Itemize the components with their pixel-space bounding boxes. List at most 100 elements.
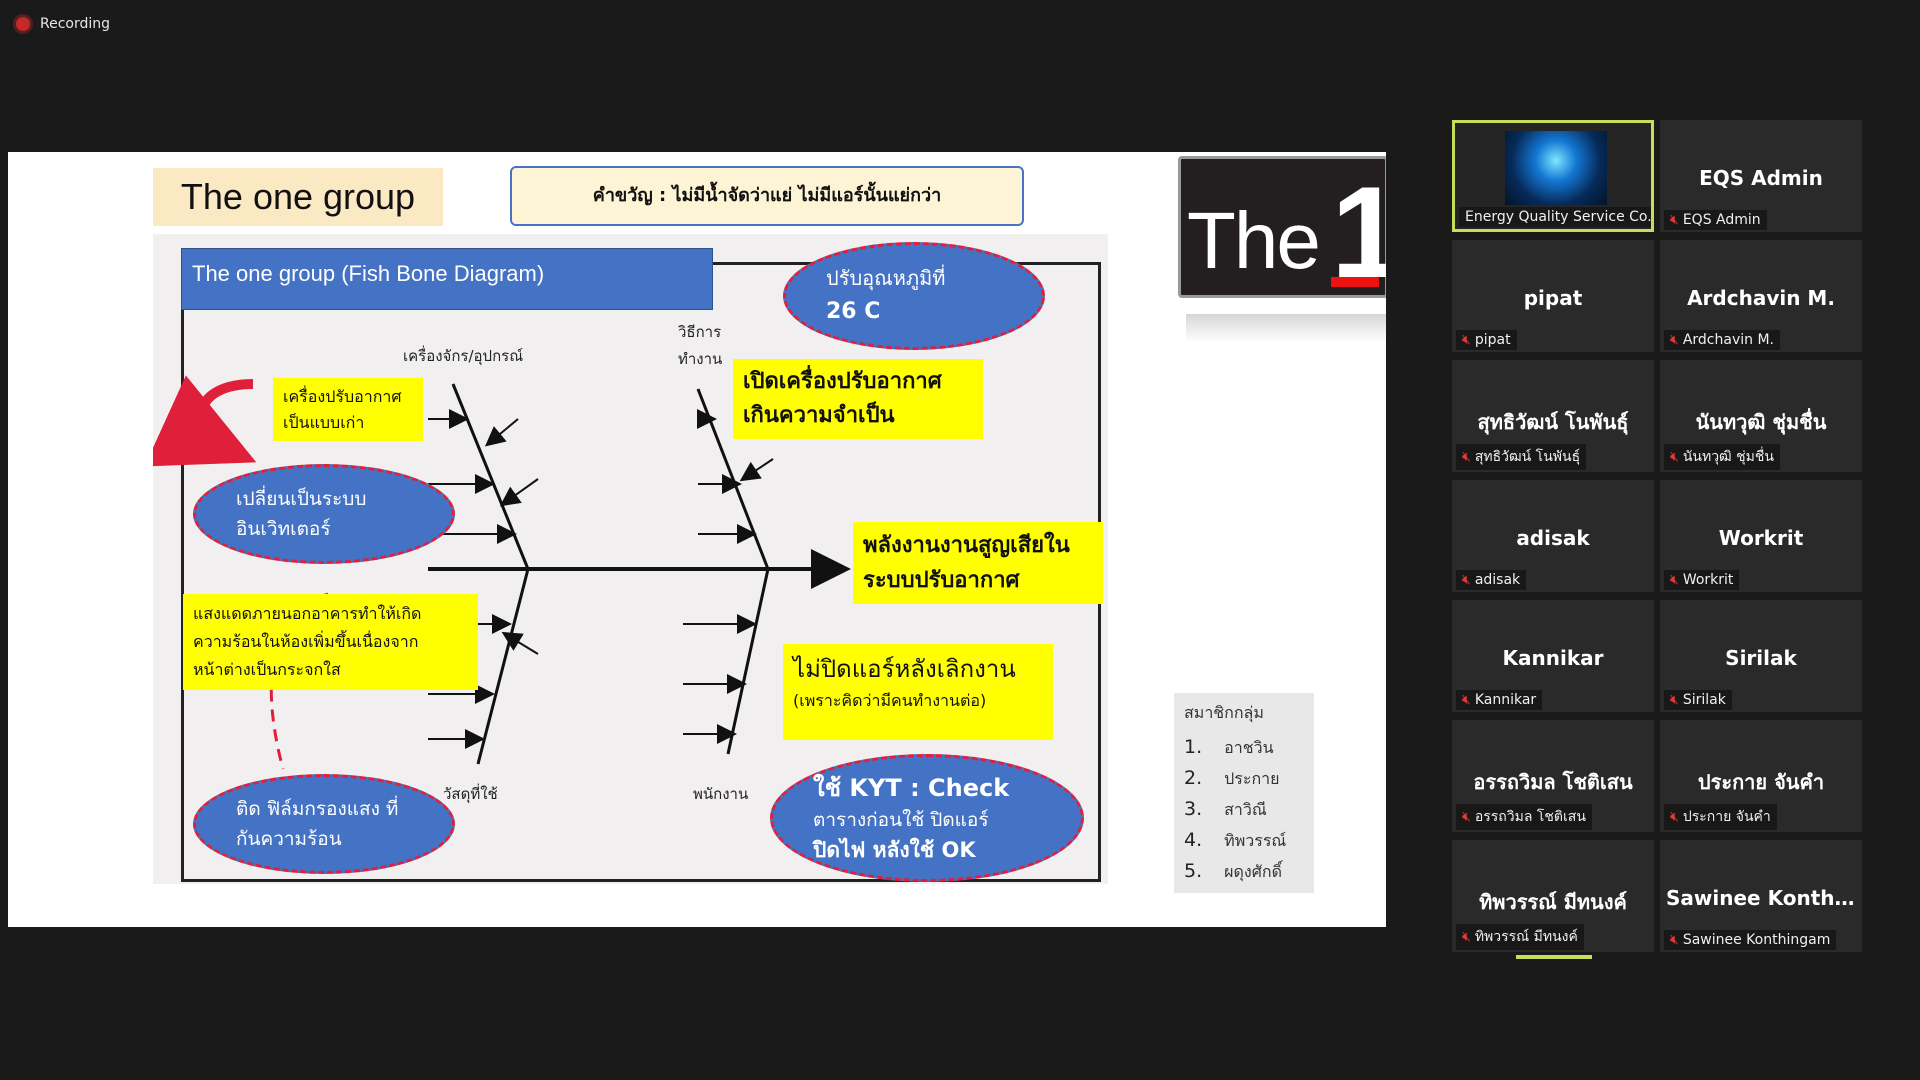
participant-name: ทิพวรรณ์ มีทนงค์ [1474, 929, 1578, 945]
member-item: 3.สาวิณี [1184, 794, 1304, 825]
logo-reflection [1186, 314, 1386, 342]
participant-label: Energy Quality Service Co... [1459, 207, 1651, 227]
mic-muted-icon: 🔇︎ [1462, 332, 1471, 348]
member-name: ประกาย [1224, 769, 1280, 788]
participant-name-large: สุทธิวัฒน์ โนพันธุ์ [1477, 410, 1629, 434]
mic-muted-icon: 🔇︎ [1462, 809, 1471, 825]
participant-label: 🔇︎ประกาย จันคำ [1664, 804, 1777, 830]
category-people: พนักงาน [693, 785, 749, 803]
participant-tile[interactable]: Ardchavin M.🔇︎Ardchavin M. [1660, 240, 1862, 352]
member-item: 4. ทิพวรรณ์ [1184, 825, 1304, 856]
participant-label: 🔇︎สุทธิวัฒน์ โนพันธุ์ [1456, 444, 1587, 470]
solution-kyt-line1: ใช้ KYT : Check [813, 774, 1010, 802]
participant-label: 🔇︎นันทวุฒิ ชุ่มชื่น [1664, 444, 1780, 470]
mic-muted-icon: 🔇︎ [1670, 212, 1679, 228]
participant-name: Workrit [1682, 572, 1734, 588]
participant-label: 🔇︎pipat [1456, 330, 1517, 350]
participant-name: Sirilak [1682, 692, 1726, 708]
category-machine: เครื่องจักร/อุปกรณ์ [403, 347, 524, 365]
the-one-logo: The 1 [1178, 152, 1386, 304]
member-name: ทิพวรรณ์ [1224, 831, 1287, 850]
cause-old-ac: เครื่องปรับอากาศ เป็นแบบเก่า [273, 378, 423, 442]
participant-name: Ardchavin M. [1682, 332, 1774, 348]
member-list-title: สมาชิกกลุ่ม [1184, 703, 1264, 722]
participant-tile[interactable]: adisak🔇︎adisak [1452, 480, 1654, 592]
logo-text-the: The [1187, 196, 1321, 285]
participant-name-large: ทิพวรรณ์ มีทนงค์ [1479, 890, 1627, 914]
category-method: วิธีการ ทำงาน [678, 323, 723, 368]
shared-slide: The one group คำขวัญ : ไม่มีน้ำจัดว่าแย่… [8, 152, 1386, 927]
participant-name: Sawinee Konthingam [1682, 932, 1831, 948]
solution-temperature: ปรับอุณหภูมิที่ 26 C [783, 242, 1045, 350]
slogan-box: คำขวัญ : ไม่มีน้ำจัดว่าแย่ ไม่มีแอร์นั้น… [510, 166, 1024, 226]
cause-sunlight: แสงแดดภายนอกอาคารทำให้เกิด ความร้อนในห้อ… [183, 594, 478, 690]
slide-title: The one group [153, 168, 443, 226]
member-number: 2. [1184, 767, 1203, 789]
member-number: 4. [1184, 829, 1203, 851]
diagram-title: The one group (Fish Bone Diagram) [181, 248, 713, 310]
participant-name: EQS Admin [1682, 212, 1761, 228]
mic-muted-icon: 🔇︎ [1670, 932, 1679, 948]
participant-avatar [1505, 131, 1607, 205]
participant-tile[interactable]: Kannikar🔇︎Kannikar [1452, 600, 1654, 712]
participant-label: 🔇︎adisak [1456, 570, 1527, 590]
participant-name: สุทธิวัฒน์ โนพันธุ์ [1474, 449, 1581, 465]
mic-muted-icon: 🔇︎ [1670, 449, 1679, 465]
participant-tile[interactable]: ทิพวรรณ์ มีทนงค์🔇︎ทิพวรรณ์ มีทนงค์ [1452, 840, 1654, 952]
participant-name: ประกาย จันคำ [1682, 809, 1771, 825]
participant-name-large: Sirilak [1725, 646, 1797, 670]
participant-name-large: Kannikar [1502, 646, 1604, 670]
recording-label: Recording [40, 16, 111, 32]
member-name: ผดุงศักดิ์ [1224, 862, 1282, 881]
mic-muted-icon: 🔇︎ [1670, 809, 1679, 825]
recording-indicator[interactable]: Recording [16, 16, 110, 32]
participant-name-large: adisak [1516, 526, 1590, 550]
fishbone-lines [153, 375, 958, 770]
participant-name: อรรถวิมล โชติเสน [1474, 809, 1586, 825]
participant-tile[interactable]: อรรถวิมล โชติเสน🔇︎อรรถวิมล โชติเสน [1452, 720, 1654, 832]
participant-name-large: Ardchavin M. [1687, 286, 1835, 310]
member-number: 3. [1184, 798, 1203, 820]
participant-tile[interactable]: ประกาย จันคำ🔇︎ประกาย จันคำ [1660, 720, 1862, 832]
solution-kyt-line3: ปิดไฟ หลังใช้ OK [813, 837, 976, 862]
solution-temp-line2: 26 C [826, 299, 881, 325]
solution-inverter: เปลี่ยนเป็นระบบ อินเวิทเตอร์ [193, 464, 455, 564]
participant-label: 🔇︎อรรถวิมล โชติเสน [1456, 804, 1592, 830]
participant-tile[interactable]: นันทวุฒิ ชุ่มชื่น🔇︎นันทวุฒิ ชุ่มชื่น [1660, 360, 1862, 472]
participant-name-large: EQS Admin [1699, 166, 1823, 190]
member-item: 5. ผดุงศักดิ์ [1184, 856, 1304, 887]
participant-name: adisak [1474, 572, 1521, 588]
member-number: 1. [1184, 736, 1203, 758]
participant-name-large: อรรถวิมล โชติเสน [1473, 770, 1633, 794]
member-item: 2. ประกาย [1184, 763, 1304, 794]
mic-muted-icon: 🔇︎ [1670, 692, 1679, 708]
speaking-indicator [1516, 955, 1592, 959]
participant-name-large: นันทวุฒิ ชุ่มชื่น [1695, 410, 1827, 434]
participant-name: pipat [1474, 332, 1511, 348]
participant-tile[interactable]: Workrit🔇︎Workrit [1660, 480, 1862, 592]
mic-muted-icon: 🔇︎ [1462, 929, 1471, 945]
effect-energy-loss: พลังงานงานสูญเสียใน ระบบปรับอากาศ [853, 522, 1103, 605]
record-icon [16, 17, 30, 31]
participant-name-large: ประกาย จันคำ [1697, 770, 1825, 794]
solution-kyt-line2: ตารางก่อนใช้ ปิดแอร์ [813, 809, 989, 831]
participant-name-large: Workrit [1718, 526, 1804, 550]
participant-tile[interactable]: Energy Quality Service Co... [1452, 120, 1654, 232]
participant-name: นันทวุฒิ ชุ่มชื่น [1682, 449, 1774, 465]
participant-tile[interactable]: EQS Admin🔇︎EQS Admin [1660, 120, 1862, 232]
cause-not-off-sub: (เพราะคิดว่ามีคนทำงานต่อ) [793, 691, 987, 711]
category-material: วัสดุที่ใช้ [443, 785, 498, 803]
mic-muted-icon: 🔇︎ [1670, 332, 1679, 348]
participant-tile[interactable]: Sawinee Konthi...🔇︎Sawinee Konthingam [1660, 840, 1862, 952]
cause-ac-on: เปิดเครื่องปรับอากาศ เกินความจำเป็น [733, 359, 983, 440]
member-number: 5. [1184, 860, 1203, 882]
participant-label: 🔇︎Workrit [1664, 570, 1740, 590]
participant-label: 🔇︎Ardchavin M. [1664, 330, 1780, 350]
solution-film: ติด ฟิล์มกรองแสง ที่ กันความร้อน [193, 774, 455, 874]
participant-name: Kannikar [1474, 692, 1537, 708]
participant-tile[interactable]: Sirilak🔇︎Sirilak [1660, 600, 1862, 712]
participant-tile[interactable]: สุทธิวัฒน์ โนพันธุ์🔇︎สุทธิวัฒน์ โนพันธุ์ [1452, 360, 1654, 472]
participant-tile[interactable]: pipat🔇︎pipat [1452, 240, 1654, 352]
cause-not-off-main: ไม่ปิดแอร์หลังเลิกงาน [793, 655, 1016, 683]
participant-label: 🔇︎Sirilak [1664, 690, 1732, 710]
